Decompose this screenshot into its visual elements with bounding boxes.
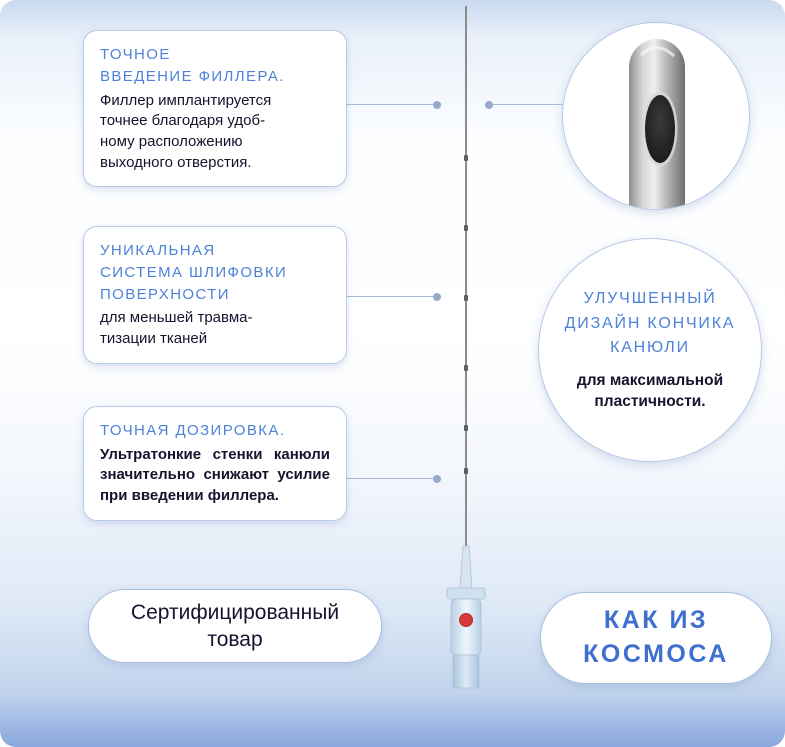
- cannula-hub-base: [452, 654, 480, 689]
- hub-red-dot: [459, 613, 473, 627]
- connector-dot: [433, 100, 441, 109]
- certified-badge: Сертифицированный товар: [88, 589, 382, 663]
- tip-closeup-circle: [562, 22, 750, 210]
- callout-polishing-system: УНИКАЛЬНАЯ СИСТЕМА ШЛИФОВКИ ПОВЕРХНОСТИ …: [83, 226, 347, 364]
- certified-badge-label: Сертифицированный товар: [130, 600, 340, 651]
- feature-circle-title: УЛУЧШЕННЫЙ ДИЗАЙН КОНЧИКА КАНЮЛИ: [564, 289, 736, 357]
- cannula-illustration: [446, 6, 486, 689]
- callout-body: Филлер имплантируется точнее благодаря у…: [100, 91, 272, 171]
- slogan-badge-label: КАК ИЗ КОСМОСА: [583, 606, 729, 668]
- callout-body: Ультратонкие стенки канюли значительно с…: [100, 445, 330, 505]
- connector-line-1: [347, 100, 441, 109]
- callout-body: для меньшей травма- тизации тканей: [100, 309, 253, 347]
- callout-title: ТОЧНОЕ ВВЕДЕНИЕ ФИЛЛЕРА.: [100, 46, 285, 85]
- callout-precise-dosing: ТОЧНАЯ ДОЗИРОВКА. Ультратонкие стенки ка…: [83, 406, 347, 521]
- connector-line-tip: [485, 100, 562, 109]
- callout-precise-injection: ТОЧНОЕ ВВЕДЕНИЕ ФИЛЛЕРА. Филлер импланти…: [83, 30, 347, 188]
- feature-circle: УЛУЧШЕННЫЙ ДИЗАЙН КОНЧИКА КАНЮЛИ для мак…: [538, 238, 762, 462]
- connector-line-2: [347, 292, 441, 301]
- connector-dot: [485, 100, 493, 109]
- feature-circle-body: для максимальной пластичности.: [576, 372, 724, 411]
- connector-dot: [433, 292, 441, 301]
- cannula-shaft: [465, 6, 467, 546]
- slogan-badge: КАК ИЗ КОСМОСА: [540, 592, 772, 684]
- cannula-hub-collar: [446, 587, 486, 600]
- callout-title: УНИКАЛЬНАЯ СИСТЕМА ШЛИФОВКИ ПОВЕРХНОСТИ: [100, 242, 288, 303]
- cannula-tip-icon: [629, 39, 685, 209]
- callout-title: ТОЧНАЯ ДОЗИРОВКА.: [100, 422, 286, 439]
- connector-line-3: [347, 474, 441, 483]
- cannula-hub-neck: [459, 545, 473, 589]
- connector-dot: [433, 474, 441, 483]
